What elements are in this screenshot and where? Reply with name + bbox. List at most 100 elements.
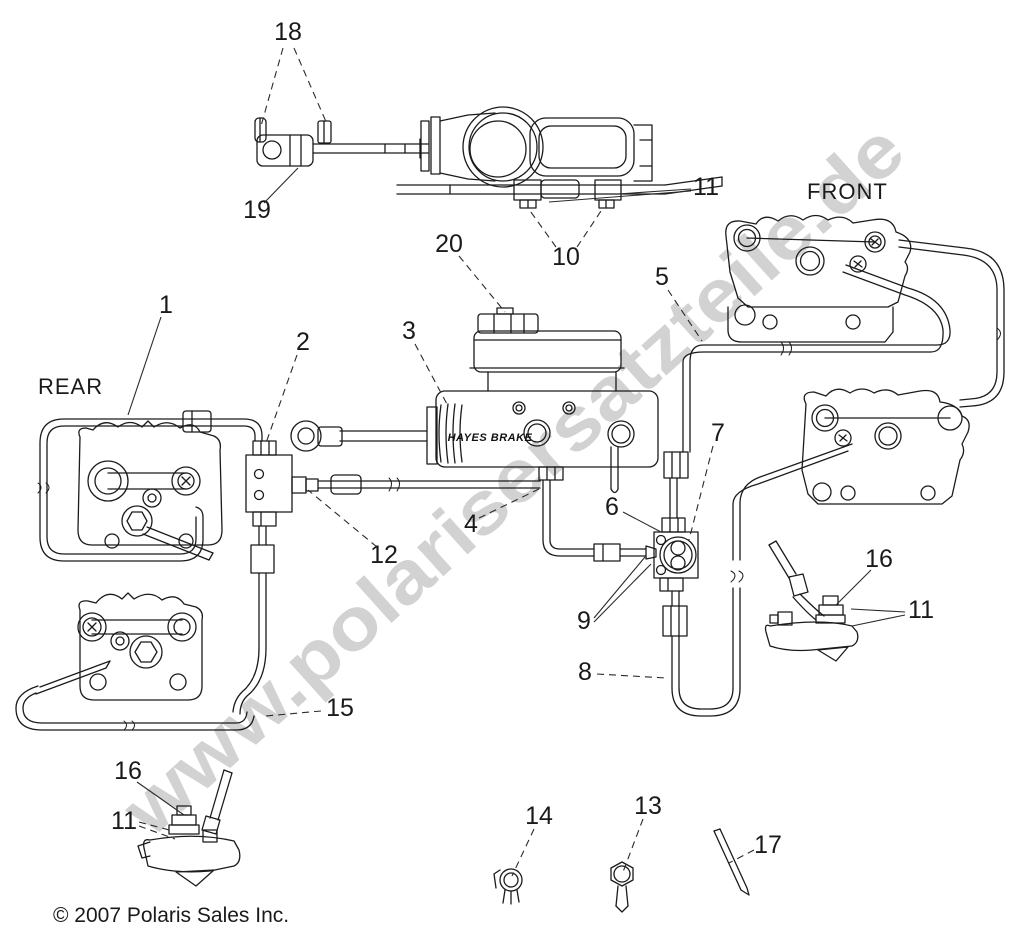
callout-8: 8 bbox=[578, 658, 667, 686]
callout-11: 11 bbox=[111, 807, 176, 840]
callout-number: 11 bbox=[908, 596, 934, 624]
clevis-pushrod-drawing bbox=[254, 117, 429, 167]
leader-line bbox=[688, 445, 714, 541]
callout-6: 6 bbox=[605, 493, 662, 533]
front-caliper-lower-drawing bbox=[801, 388, 970, 505]
callout-number: 17 bbox=[754, 831, 782, 859]
callout-10: 10 bbox=[527, 207, 604, 271]
leader-line bbox=[127, 316, 162, 416]
callout-17: 17 bbox=[728, 831, 782, 864]
label-front: FRONT bbox=[807, 179, 888, 204]
front-brake-hose-right-drawing bbox=[898, 239, 1005, 408]
leader-line bbox=[548, 190, 692, 203]
leader-line bbox=[138, 825, 176, 840]
copyright-text: © 2007 Polaris Sales Inc. bbox=[53, 904, 289, 927]
rear-brake-line-1-drawing bbox=[37, 410, 263, 562]
leader-line bbox=[307, 489, 378, 548]
callout-number: 16 bbox=[114, 757, 142, 785]
leader-line bbox=[458, 255, 506, 313]
hose-fitting-right-drawing bbox=[764, 540, 859, 662]
callout-14: 14 bbox=[511, 802, 553, 877]
brake-line-8-drawing bbox=[662, 443, 853, 717]
callout-number: 20 bbox=[435, 230, 463, 258]
callout-number: 8 bbox=[578, 658, 592, 686]
leader-line bbox=[260, 47, 284, 127]
callout-number: 2 bbox=[296, 328, 310, 356]
leader-line bbox=[593, 563, 652, 623]
callout-number: 6 bbox=[605, 493, 619, 521]
callout-11: 11 bbox=[548, 173, 719, 203]
callout-11: 11 bbox=[850, 596, 934, 627]
callout-2: 2 bbox=[265, 328, 310, 444]
callout-number: 16 bbox=[865, 545, 893, 573]
callout-1: 1 bbox=[127, 291, 173, 416]
label-rear: REAR bbox=[38, 374, 103, 399]
leader-line bbox=[622, 511, 662, 533]
callout-15: 15 bbox=[265, 694, 354, 722]
leader-line bbox=[593, 556, 646, 619]
leader-line bbox=[414, 343, 449, 407]
leader-line bbox=[622, 818, 644, 873]
callout-number: 14 bbox=[525, 802, 553, 830]
callout-number: 4 bbox=[464, 510, 478, 538]
callout-4: 4 bbox=[464, 488, 540, 538]
junction-block-drawing bbox=[245, 440, 319, 527]
callout-13: 13 bbox=[622, 792, 662, 873]
master-cylinder-drawing bbox=[290, 307, 659, 494]
clip-part-13-drawing bbox=[610, 861, 634, 913]
callout-number: 5 bbox=[655, 263, 669, 291]
leader-line bbox=[835, 569, 872, 606]
watermark-text: www.polarisersatzteile.de bbox=[105, 107, 919, 852]
callout-16: 16 bbox=[114, 757, 185, 816]
leader-line bbox=[511, 828, 535, 877]
component-brand-marking: HAYES BRAKE bbox=[448, 432, 533, 444]
callout-number: 10 bbox=[552, 243, 580, 271]
leader-line bbox=[265, 710, 322, 717]
junction-manifold-drawing bbox=[653, 517, 699, 592]
callout-number: 3 bbox=[402, 317, 416, 345]
callout-16: 16 bbox=[835, 545, 893, 606]
callout-number: 18 bbox=[274, 18, 302, 46]
leader-line bbox=[850, 608, 906, 613]
callout-number: 13 bbox=[634, 792, 662, 820]
front-caliper-upper-drawing bbox=[725, 214, 912, 343]
callout-12: 12 bbox=[307, 489, 398, 569]
callout-number: 11 bbox=[111, 807, 137, 835]
callout-number: 15 bbox=[326, 694, 354, 722]
callout-20: 20 bbox=[435, 230, 506, 313]
pin-part-17-drawing bbox=[713, 828, 750, 896]
rear-brake-hose-loop-drawing bbox=[15, 685, 255, 731]
callout-18: 18 bbox=[260, 18, 328, 127]
callout-19: 19 bbox=[243, 167, 299, 224]
clip-part-14-drawing bbox=[493, 868, 523, 905]
leader-line bbox=[527, 207, 557, 248]
leader-line bbox=[667, 289, 703, 342]
callout-number: 11 bbox=[693, 173, 719, 201]
leader-line bbox=[293, 47, 328, 125]
callout-number: 9 bbox=[577, 607, 591, 635]
leader-line bbox=[265, 354, 298, 444]
leader-line bbox=[136, 781, 185, 816]
callout-5: 5 bbox=[655, 263, 703, 342]
leader-line bbox=[138, 821, 174, 832]
leader-line bbox=[851, 614, 906, 627]
leader-line bbox=[728, 849, 755, 864]
brake-line-12-drawing bbox=[317, 474, 541, 495]
leader-line bbox=[617, 188, 692, 195]
callout-number: 1 bbox=[159, 291, 173, 319]
callout-9: 9 bbox=[577, 556, 652, 635]
callout-7: 7 bbox=[688, 419, 725, 541]
callout-3: 3 bbox=[402, 317, 449, 407]
front-brake-line-5-drawing bbox=[663, 264, 951, 519]
leader-line bbox=[596, 673, 667, 679]
rear-caliper-lower-drawing bbox=[35, 592, 204, 701]
callout-number: 12 bbox=[370, 541, 398, 569]
leader-line bbox=[263, 167, 299, 204]
callout-number: 7 bbox=[711, 419, 725, 447]
callout-number: 19 bbox=[243, 196, 271, 224]
brake-line-15-drawing bbox=[232, 525, 275, 715]
rear-caliper-upper-drawing bbox=[77, 420, 223, 561]
